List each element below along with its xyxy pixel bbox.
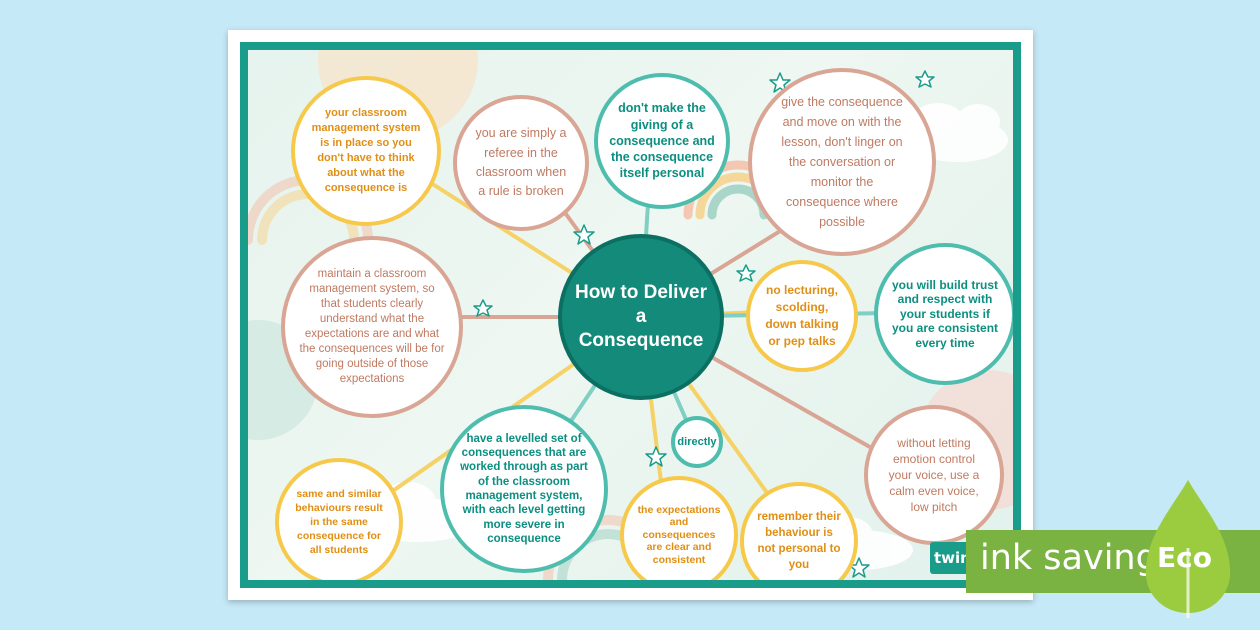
bubble-not-personal: don't make the giving of a consequence a…: [594, 73, 730, 209]
bubble-text: the expectations and consequences are cl…: [637, 503, 721, 566]
bubble-build-trust: you will build trust and respect with yo…: [874, 243, 1013, 385]
star-icon: [573, 224, 595, 245]
bubble-move-on: give the consequence and move on with th…: [748, 68, 936, 256]
star-icon: [769, 72, 791, 93]
leaf-icon: [1145, 480, 1231, 618]
bubble-text: remember their behaviour is not personal…: [757, 510, 841, 572]
center-title: How to Deliver a Consequence: [575, 282, 707, 351]
central-topic: How to Deliver a Consequence: [558, 234, 724, 400]
bubble-text: directly: [677, 436, 717, 448]
star-icon: [915, 70, 935, 88]
bubble-classroom-system: your classroom management system is in p…: [291, 76, 441, 226]
bubble-text: without letting emotion control your voi…: [888, 435, 980, 515]
bubble-remember: remember their behaviour is not personal…: [740, 482, 858, 580]
bubble-text: same and similar behaviours result in th…: [295, 487, 383, 557]
bubble-text: your classroom management system is in p…: [311, 107, 421, 194]
bubble-text: you will build trust and respect with yo…: [891, 278, 999, 350]
star-icon: [473, 299, 493, 317]
bubble-referee: you are simply a referee in the classroo…: [453, 95, 589, 231]
bubble-no-lecturing: no lecturing, scolding, down talking or …: [746, 260, 858, 372]
bubble-text: no lecturing, scolding, down talking or …: [765, 283, 839, 348]
bubble-clear-expectations: the expectations and consequences are cl…: [620, 476, 738, 580]
bubble-text: don't make the giving of a consequence a…: [609, 101, 715, 181]
bubble-text: you are simply a referee in the classroo…: [475, 126, 567, 199]
poster: your classroom management system is in p…: [228, 30, 1033, 600]
poster-frame: your classroom management system is in p…: [240, 42, 1021, 588]
poster-canvas: your classroom management system is in p…: [248, 50, 1013, 580]
bubble-same-behaviours: same and similar behaviours result in th…: [275, 458, 403, 580]
bubble-text: give the consequence and move on with th…: [781, 95, 903, 229]
bubble-levelled-set: have a levelled set of consequences that…: [440, 405, 608, 573]
star-icon: [736, 264, 756, 282]
bubble-text: have a levelled set of consequences that…: [460, 432, 588, 546]
bubble-directly: directly: [671, 416, 723, 468]
bubble-text: maintain a classroom management system, …: [299, 268, 445, 385]
eco-label: Eco: [1157, 541, 1212, 574]
bubble-emotion: without letting emotion control your voi…: [864, 405, 1004, 545]
bubble-maintain-system: maintain a classroom management system, …: [281, 236, 463, 418]
star-icon: [645, 446, 667, 467]
eco-banner-text: ink saving: [980, 538, 1158, 578]
